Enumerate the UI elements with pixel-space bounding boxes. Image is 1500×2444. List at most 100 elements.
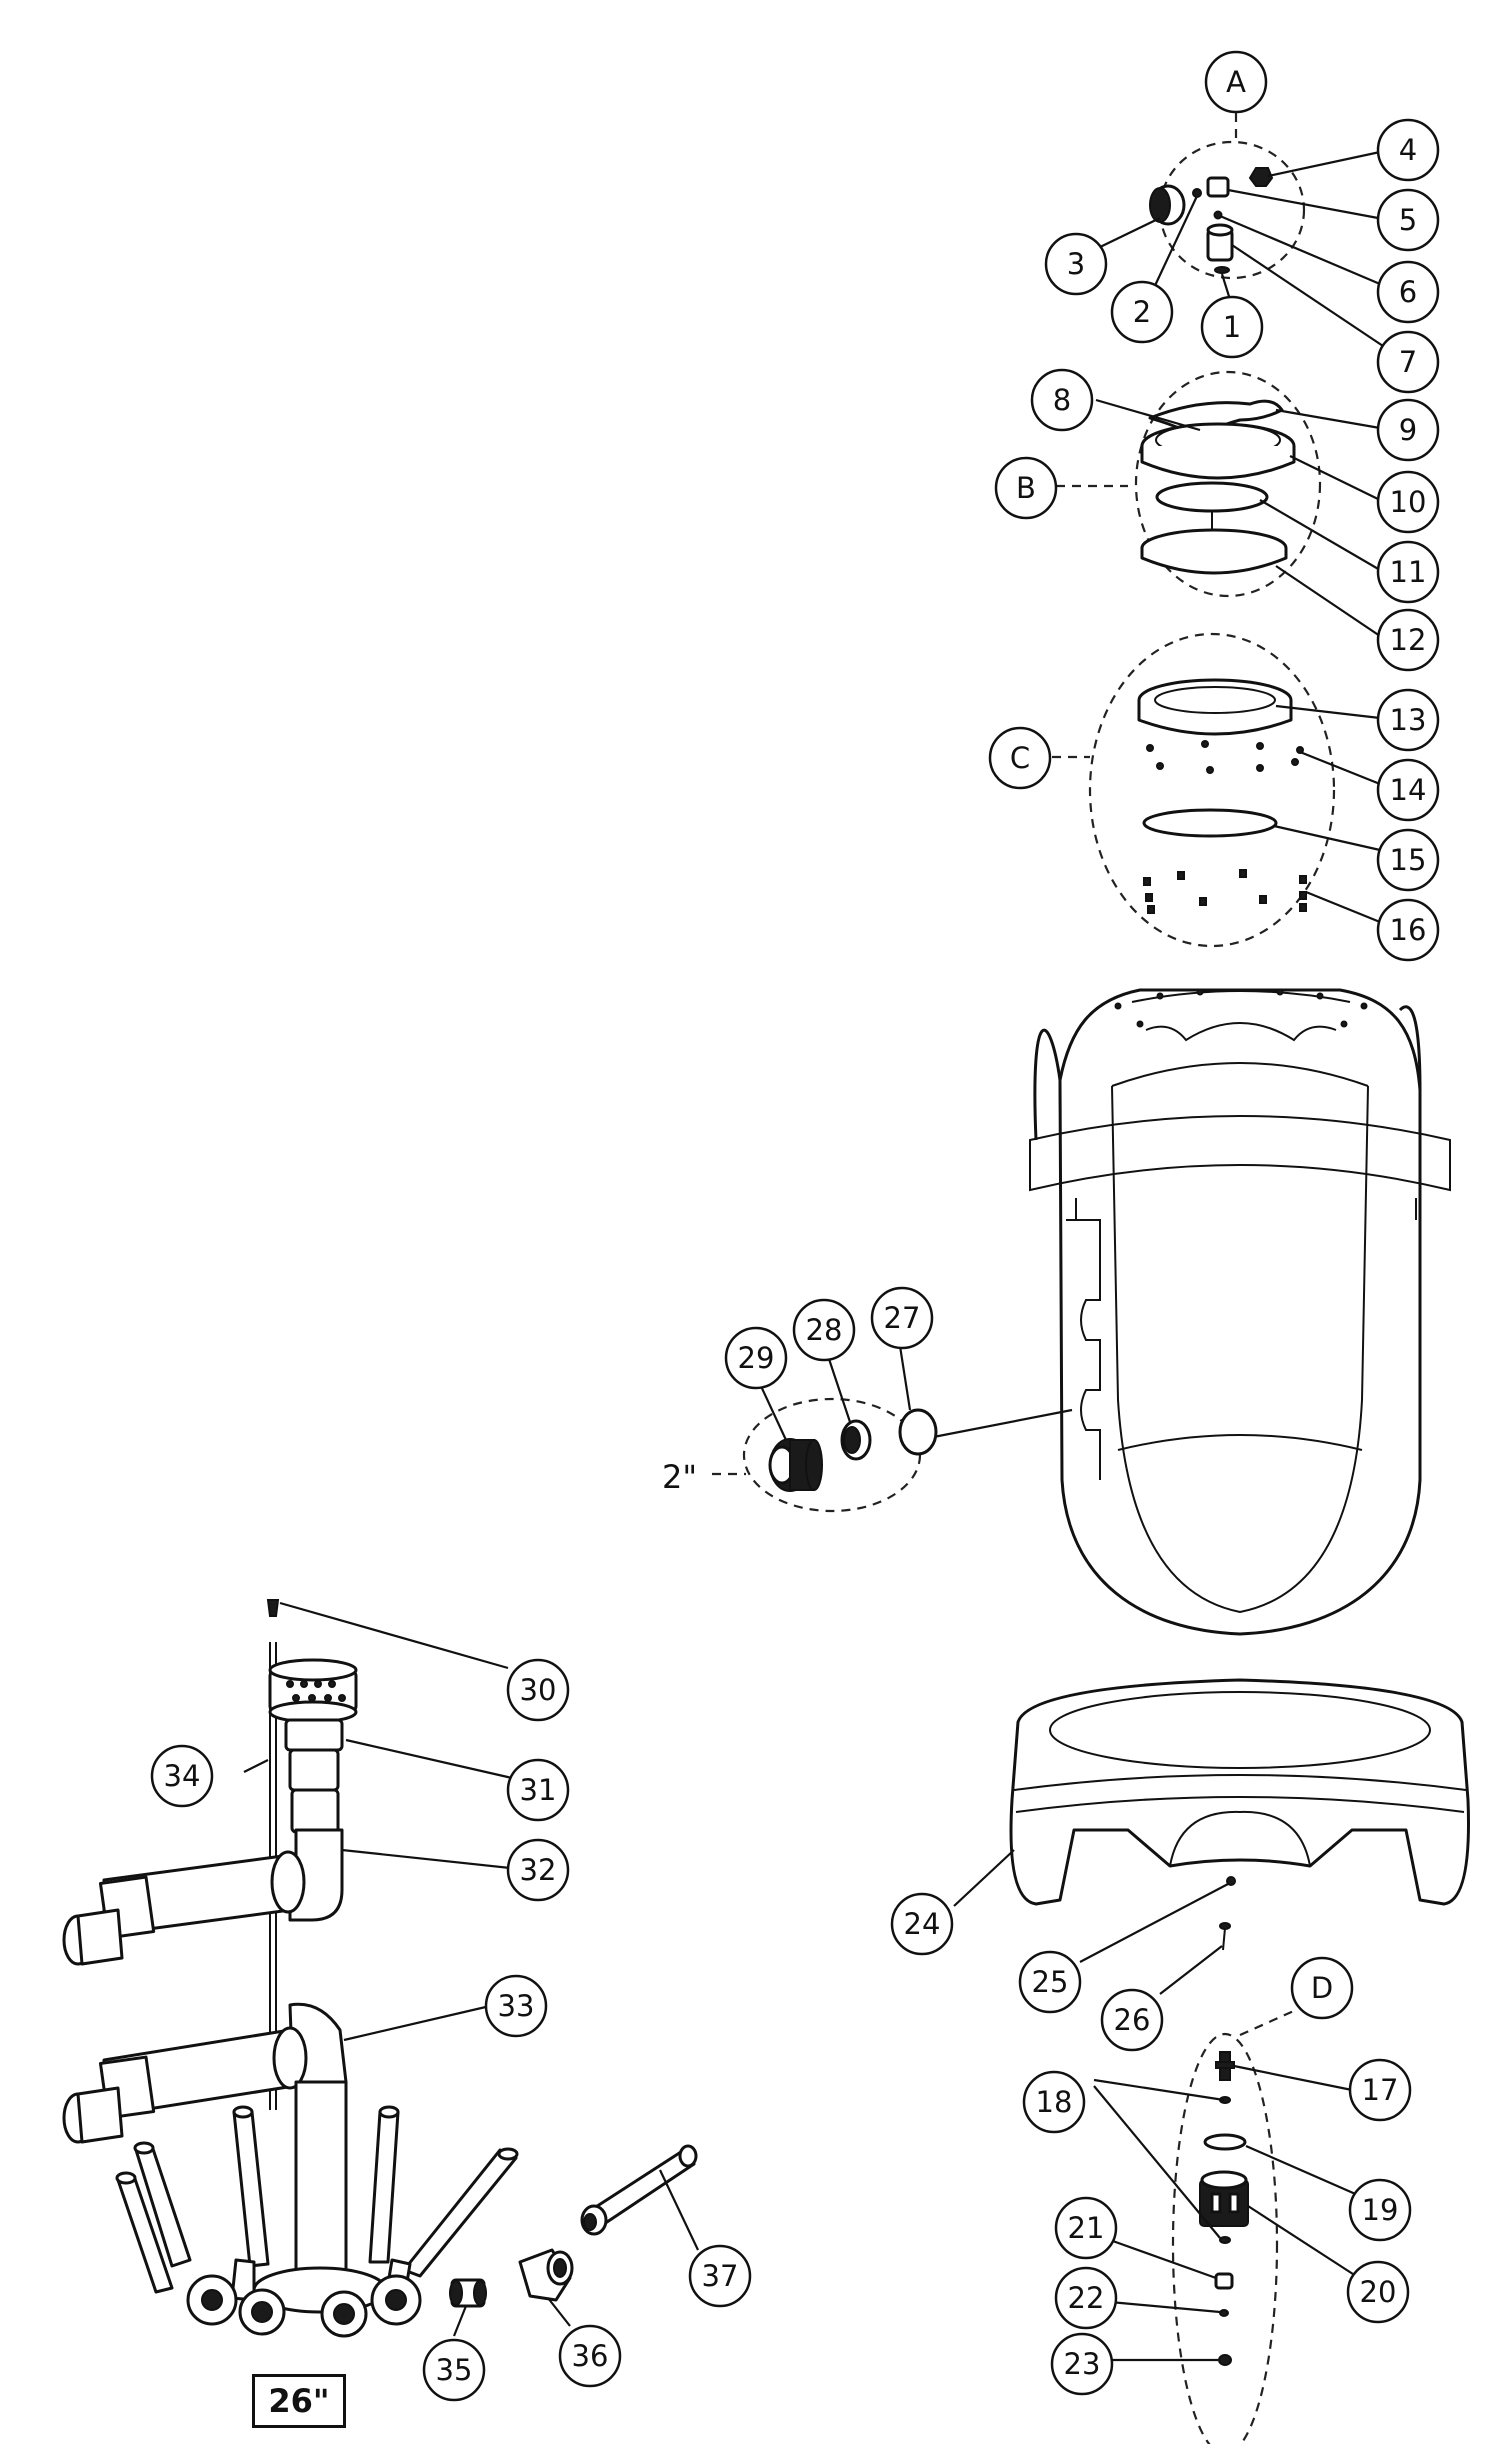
svg-text:32: 32 [520, 1853, 557, 1887]
svg-text:37: 37 [702, 2259, 739, 2293]
callout-group-B: B [994, 456, 1058, 520]
union-fitting-group [712, 1397, 1073, 1513]
callout-group-D: D [1290, 1956, 1354, 2020]
svg-text:9: 9 [1399, 413, 1417, 447]
svg-text:7: 7 [1399, 345, 1417, 379]
callout-part-26: 26 [1100, 1988, 1164, 2052]
callout-part-21: 21 [1054, 2196, 1118, 2260]
svg-text:35: 35 [436, 2353, 473, 2387]
callout-part-13: 13 [1376, 688, 1440, 752]
svg-text:16: 16 [1390, 913, 1427, 947]
part-11-oring [1155, 481, 1269, 513]
callout-part-16: 16 [1376, 898, 1440, 962]
part-37-lateral [580, 2144, 698, 2236]
callout-part-19: 19 [1348, 2178, 1412, 2242]
callout-part-24: 24 [890, 1892, 954, 1956]
filter-size-label: 26" [252, 2374, 346, 2428]
callout-part-23: 23 [1050, 2332, 1114, 2396]
callout-part-11: 11 [1376, 540, 1440, 604]
svg-text:19: 19 [1362, 2193, 1399, 2227]
leader-lines [243, 150, 1393, 2362]
svg-text:12: 12 [1390, 623, 1427, 657]
part-20-drain-body [1199, 2170, 1249, 2227]
laterals [115, 2105, 519, 2338]
svg-text:10: 10 [1390, 485, 1427, 519]
callout-part-5: 5 [1376, 188, 1440, 252]
svg-text:B: B [1016, 471, 1036, 505]
callout-part-6: 6 [1376, 260, 1440, 324]
callout-part-22: 22 [1054, 2266, 1118, 2330]
callout-part-28: 28 [792, 1298, 856, 1362]
callout-part-9: 9 [1376, 398, 1440, 462]
part-29-union-nut [768, 1438, 823, 1492]
callout-part-12: 12 [1376, 608, 1440, 672]
callout-part-20: 20 [1346, 2260, 1410, 2324]
callout-part-32: 32 [506, 1838, 570, 1902]
svg-text:1: 1 [1223, 310, 1241, 344]
callout-part-15: 15 [1376, 828, 1440, 892]
svg-text:22: 22 [1068, 2281, 1105, 2315]
svg-text:20: 20 [1360, 2275, 1397, 2309]
group-b-assembly [1056, 370, 1322, 598]
part-19-oring [1203, 2133, 1247, 2151]
callout-part-1: 1 [1200, 295, 1264, 359]
callout-group-A: A [1204, 50, 1268, 114]
part-15-oring [1142, 808, 1278, 838]
callout-part-29: 29 [724, 1326, 788, 1390]
part-2-washer [1192, 188, 1202, 198]
callout-part-31: 31 [506, 1758, 570, 1822]
callout-part-2: 2 [1110, 280, 1174, 344]
svg-text:D: D [1311, 1971, 1333, 2005]
part-10-lid [1140, 422, 1296, 480]
part-26-screw [1219, 1922, 1231, 1951]
part-35-nipple [449, 2278, 487, 2308]
svg-text:24: 24 [904, 1907, 941, 1941]
svg-text:34: 34 [164, 1759, 201, 1793]
svg-text:15: 15 [1390, 843, 1427, 877]
svg-text:17: 17 [1362, 2073, 1399, 2107]
part-23-screw [1218, 2354, 1232, 2366]
callout-part-36: 36 [558, 2324, 622, 2388]
part-32-upper-elbow [62, 1828, 344, 1966]
svg-text:2: 2 [1133, 295, 1151, 329]
part-31-diffuser [268, 1658, 358, 1834]
callout-layer: 1234567891011121314151617181920212223242… [150, 50, 1440, 2402]
svg-text:23: 23 [1064, 2347, 1101, 2381]
part-24-base [1009, 1678, 1470, 1906]
svg-text:8: 8 [1053, 383, 1071, 417]
svg-text:31: 31 [520, 1773, 557, 1807]
part-30-cap [266, 1599, 280, 1617]
svg-text:26: 26 [1114, 2003, 1151, 2037]
svg-text:33: 33 [498, 1989, 535, 2023]
callout-part-35: 35 [422, 2338, 486, 2402]
svg-text:14: 14 [1390, 773, 1427, 807]
svg-text:29: 29 [738, 1341, 775, 1375]
svg-text:3: 3 [1067, 247, 1085, 281]
part-16-bolts [1143, 869, 1307, 914]
svg-text:28: 28 [806, 1313, 843, 1347]
svg-text:4: 4 [1399, 133, 1417, 167]
svg-text:6: 6 [1399, 275, 1417, 309]
svg-text:30: 30 [520, 1673, 557, 1707]
pipe-size-label: 2" [662, 1458, 697, 1496]
part-36-elbow [518, 2248, 574, 2302]
part-3-cap [1149, 184, 1186, 226]
part-5-fitting [1206, 167, 1274, 198]
svg-text:C: C [1010, 741, 1030, 775]
callout-part-27: 27 [870, 1286, 934, 1350]
svg-text:13: 13 [1390, 703, 1427, 737]
callout-part-25: 25 [1018, 1950, 1082, 2014]
part-28-tailpiece [840, 1419, 872, 1461]
callout-part-14: 14 [1376, 758, 1440, 822]
group-d-assembly [1171, 2008, 1297, 2444]
callout-group-C: C [988, 726, 1052, 790]
part-14-nuts [1146, 740, 1304, 774]
callout-part-10: 10 [1376, 470, 1440, 534]
svg-text:36: 36 [572, 2339, 609, 2373]
part-7-housing [1206, 223, 1234, 262]
svg-text:27: 27 [884, 1301, 921, 1335]
callout-part-30: 30 [506, 1658, 570, 1722]
svg-text:A: A [1226, 65, 1246, 99]
svg-text:5: 5 [1399, 203, 1417, 237]
